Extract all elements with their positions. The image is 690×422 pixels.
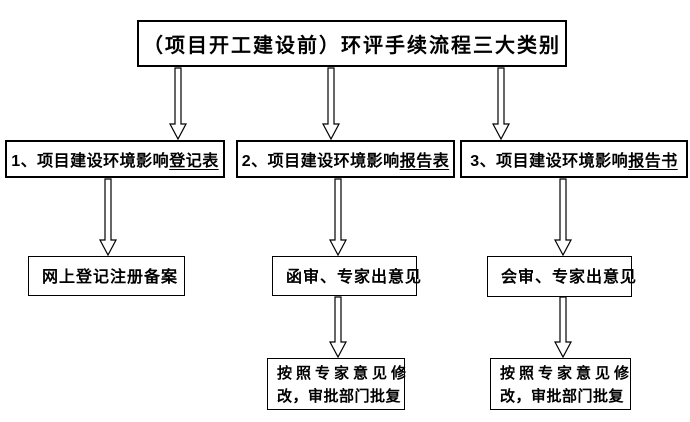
flow-arrow-down-icon <box>99 178 117 256</box>
step-label: 网上登记注册备案 <box>42 269 179 286</box>
step-box-meeting-review: 会审、专家出意见 <box>487 256 636 297</box>
page-title: （项目开工建设前）环评手续流程三大类别 <box>143 35 561 57</box>
flow-arrow-down-icon <box>554 178 572 256</box>
final-label-line1: 按照专家意见修 <box>500 365 634 382</box>
category-underlined: 报告表 <box>399 153 450 170</box>
step-box-online-registration: 网上登记注册备案 <box>28 256 185 296</box>
step-label: 会审、专家出意见 <box>501 269 638 286</box>
step-label: 函审、专家出意见 <box>286 269 423 286</box>
final-box-approval: 按照专家意见修 改，审批部门批复 <box>267 358 411 410</box>
category-underlined: 报告书 <box>628 153 678 170</box>
category-underlined: 登记表 <box>169 153 219 170</box>
category-box-report-form: 2、项目建设环境影响报告表 <box>236 140 455 178</box>
flow-arrow-down-icon <box>329 178 347 256</box>
title-box: （项目开工建设前）环评手续流程三大类别 <box>137 20 567 67</box>
category-prefix: 2、项目建设环境影响 <box>241 153 400 170</box>
category-prefix: 1、项目建设环境影响 <box>11 153 170 170</box>
category-label: 2、项目建设环境影响报告表 <box>242 147 449 171</box>
category-prefix: 3、项目建设环境影响 <box>470 153 629 170</box>
flow-arrow-down-icon <box>322 67 340 140</box>
category-label: 1、项目建设环境影响登记表 <box>11 147 218 171</box>
flow-arrow-down-icon <box>492 67 510 140</box>
category-box-registration-form: 1、项目建设环境影响登记表 <box>5 140 225 178</box>
flow-arrow-down-icon <box>554 296 572 358</box>
step-box-letter-review: 函审、专家出意见 <box>272 256 421 296</box>
final-box-approval: 按照专家意见修 改，审批部门批复 <box>490 358 631 410</box>
category-label: 3、项目建设环境影响报告书 <box>470 147 677 171</box>
flow-arrow-down-icon <box>169 67 187 140</box>
final-label-line2: 改，审批部门批复 <box>277 388 402 405</box>
final-label-line2: 改，审批部门批复 <box>500 388 625 405</box>
category-box-report-book: 3、项目建设环境影响报告书 <box>460 140 688 178</box>
final-label-line1: 按照专家意见修 <box>277 365 411 382</box>
flow-arrow-down-icon <box>329 296 347 358</box>
